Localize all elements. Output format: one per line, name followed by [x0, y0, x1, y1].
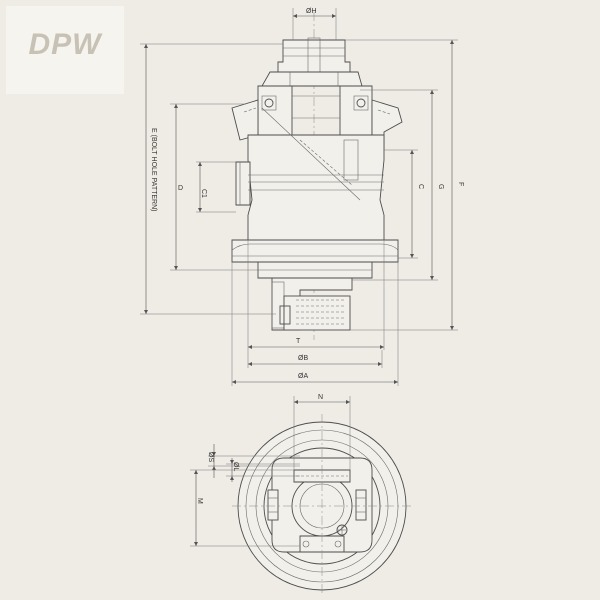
- left-bearing-housing: [257, 85, 293, 136]
- left-flange: [231, 99, 259, 141]
- label-A: ØA: [298, 373, 308, 380]
- label-T: T: [296, 338, 301, 345]
- label-F: F: [457, 182, 464, 186]
- right-bearing-housing: [339, 85, 373, 136]
- side-dimensions: ØH E (BOLT HOLE PATTERN) D C1 C: [140, 8, 464, 386]
- upper-neck: [261, 71, 363, 87]
- label-B: ØB: [298, 355, 308, 362]
- left-bolt: [267, 489, 279, 521]
- screw: [336, 524, 348, 536]
- label-D: D: [178, 185, 183, 192]
- label-H: ØH: [306, 8, 317, 15]
- axle-nut: [283, 295, 351, 331]
- label-bolt-hole-pattern: E (BOLT HOLE PATTERN): [150, 128, 157, 212]
- bottom-block: [299, 535, 345, 553]
- right-bolt: [355, 489, 367, 521]
- label-S: ØS: [207, 452, 214, 462]
- label-N: N: [318, 394, 323, 401]
- top-view: [232, 414, 412, 596]
- label-L: ØL: [232, 462, 239, 471]
- label-C1: C1: [200, 189, 207, 198]
- side-boss: [235, 161, 251, 206]
- label-C: C: [417, 184, 424, 189]
- wheel: [231, 239, 399, 263]
- side-view: [231, 12, 403, 340]
- main-body: [247, 134, 385, 241]
- dpw-logo: DPW: [6, 6, 124, 94]
- label-G: G: [437, 184, 444, 189]
- top-dimensions: N ØS ØL M: [190, 394, 351, 547]
- label-M: M: [196, 498, 203, 504]
- logo-text: DPW: [28, 28, 102, 61]
